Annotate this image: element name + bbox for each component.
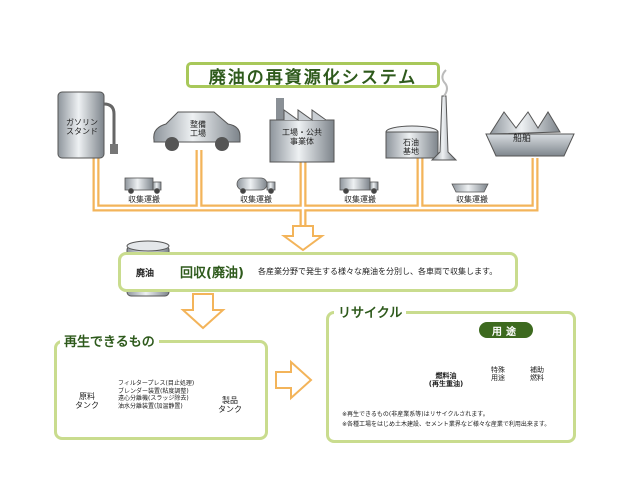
process-list: フィルタープレス(目止処理) ブレンダー装置(粘度調整) 遠心分離機(スラッジ除… — [118, 380, 194, 410]
transport-label: 収集運搬 — [344, 195, 376, 204]
collection-description: 各産業分野で発生する様々な廃油を分別し、各車両で収集します。 — [258, 267, 498, 276]
truck-icon — [339, 177, 379, 194]
right-arrow-icon — [275, 359, 313, 401]
source-label-factory: 工場・公共 事業体 — [282, 128, 322, 147]
process-line: ブレンダー装置(粘度調整) — [118, 387, 189, 395]
regeneration-panel — [54, 340, 268, 440]
oil-tank-icon — [385, 69, 458, 161]
usage-badge: 用途 — [479, 322, 533, 338]
gas-pump-icon — [57, 91, 118, 159]
drop-label-special-use: 特殊 用途 — [491, 366, 505, 383]
collection-title: 回収(廃油) — [180, 266, 244, 281]
source-label-ship: 船舶 — [512, 134, 531, 144]
source-label-gas-station: ガソリン スタンド — [66, 118, 98, 137]
car-icon — [153, 111, 241, 151]
product-tank-label: 製品 タンク — [218, 396, 242, 415]
recycle-panel — [326, 311, 576, 443]
diagram-title: 廃油の再資源化システム — [186, 62, 440, 88]
recycle-note: ※再生できるもの(非産業系等)はリサイクルされます。 — [342, 411, 489, 418]
drum-label: 廃油 — [136, 269, 155, 279]
raw-tank-label: 原料 タンク — [75, 392, 99, 411]
source-label-garage: 整備 工場 — [190, 120, 206, 139]
process-line: フィルタープレス(目止処理) — [118, 380, 195, 387]
factory-icon — [269, 98, 335, 163]
source-label-oil-base: 石油 基地 — [403, 138, 419, 157]
drop-label-aux-fuel: 補助 燃料 — [530, 366, 544, 383]
down-arrow-icon — [280, 225, 326, 252]
regeneration-heading: 再生できるもの — [60, 331, 159, 350]
transport-label: 収集運搬 — [240, 195, 272, 204]
ship-icon — [485, 111, 575, 157]
truck-icon — [236, 177, 276, 194]
recycle-note: ※各種工場をはじめ土木建設、セメント業界など様々な産業で利用出来ます。 — [342, 420, 551, 428]
drop-label-fuel-oil: 燃料油 (再生重油) — [428, 372, 464, 389]
tanker-boat-icon — [451, 183, 489, 193]
transport-label: 収集運搬 — [128, 195, 160, 204]
recycle-heading: リサイクル — [334, 302, 407, 321]
down-arrow-icon — [180, 293, 226, 330]
recycle-notes: ※再生できるもの(非産業系等)はリサイクルされます。 ※各種工場をはじめ土木建設… — [342, 410, 550, 429]
process-line: 油水分離装置(加温静置) — [118, 402, 183, 410]
collection-panel — [118, 252, 518, 292]
truck-icon — [124, 177, 162, 194]
transport-label: 収集運搬 — [456, 195, 488, 204]
process-line: 遠心分離機(スラッジ除去) — [118, 395, 189, 402]
